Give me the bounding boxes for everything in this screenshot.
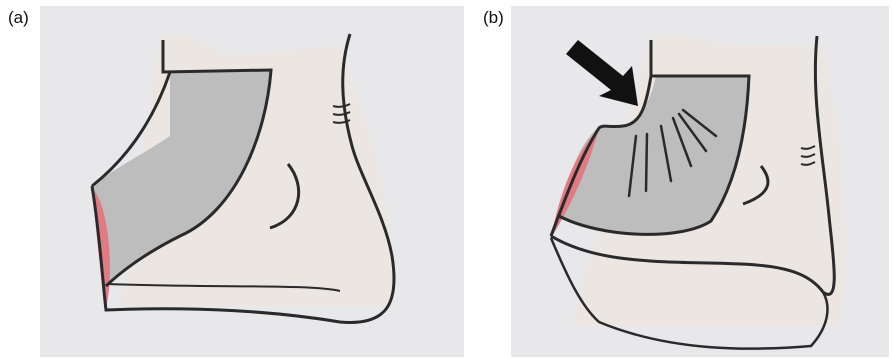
- panel-b-label: (b): [483, 8, 504, 28]
- panel-a-svg: [40, 6, 464, 357]
- panel-a-drawing: [40, 6, 464, 357]
- panel-a-label: (a): [8, 8, 29, 28]
- panel-b-drawing: [511, 6, 889, 357]
- panel-b-svg: [511, 6, 889, 357]
